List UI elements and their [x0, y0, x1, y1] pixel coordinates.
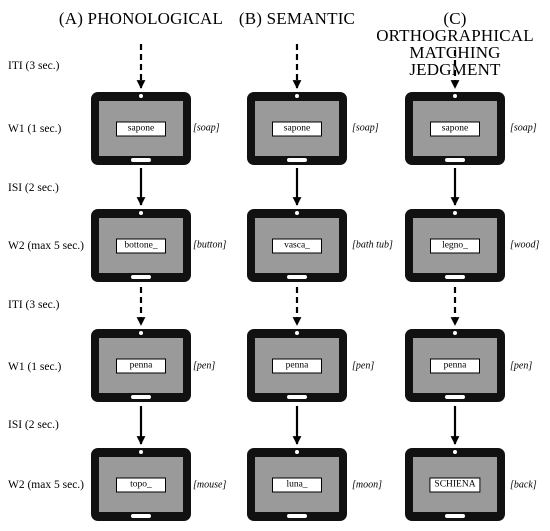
camera-dot-icon — [139, 331, 143, 335]
home-button-icon — [287, 395, 307, 399]
translation-gloss: [button] — [193, 239, 227, 251]
camera-dot-icon — [139, 94, 143, 98]
column-title-line: (B) SEMANTIC — [238, 9, 356, 28]
translation-gloss: [soap] — [352, 122, 379, 134]
row-label-iti: ITI (3 sec.) — [8, 60, 60, 72]
column-title-orthographical: (C) ORTHOGRAPHICAL MATCHING JEDGMENT — [370, 10, 540, 78]
camera-dot-icon — [295, 331, 299, 335]
column-title-semantic: (B) SEMANTIC — [212, 10, 382, 27]
camera-dot-icon — [453, 211, 457, 215]
camera-dot-icon — [295, 94, 299, 98]
home-button-icon — [131, 514, 151, 518]
translation-gloss: [mouse] — [193, 479, 227, 491]
camera-dot-icon — [139, 450, 143, 454]
stimulus-word: luna_ — [272, 477, 322, 492]
translation-gloss: [pen] — [352, 360, 375, 372]
stimulus-word: sapone — [116, 121, 166, 136]
row-label-w2: W2 (max 5 sec.) — [8, 240, 84, 252]
stimulus-word: penna — [430, 358, 480, 373]
stimulus-word: legno_ — [430, 238, 480, 253]
stimulus-word: penna — [116, 358, 166, 373]
translation-gloss: [pen] — [510, 360, 533, 372]
tablet-screen: legno_ — [405, 209, 505, 282]
translation-gloss: [soap] — [510, 122, 537, 134]
tablet-screen: sapone — [247, 92, 347, 165]
stimulus-word: vasca_ — [272, 238, 322, 253]
translation-gloss: [pen] — [193, 360, 216, 372]
stimulus-word: sapone — [430, 121, 480, 136]
stimulus-word: SCHIENA — [429, 477, 481, 492]
translation-gloss: [soap] — [193, 122, 220, 134]
home-button-icon — [287, 275, 307, 279]
tablet-screen: sapone — [91, 92, 191, 165]
home-button-icon — [445, 395, 465, 399]
tablet-screen: penna — [91, 329, 191, 402]
row-label-isi: ISI (2 sec.) — [8, 419, 59, 431]
translation-gloss: [back] — [510, 479, 537, 491]
tablet-screen: bottone_ — [91, 209, 191, 282]
stimulus-word: topo_ — [116, 477, 166, 492]
tablet-screen: luna_ — [247, 448, 347, 521]
translation-gloss: [bath tub] — [352, 239, 393, 251]
stimulus-word: sapone — [272, 121, 322, 136]
home-button-icon — [445, 514, 465, 518]
column-title-line: (A) PHONOLOGICAL — [58, 9, 224, 28]
stimulus-word: bottone_ — [116, 238, 166, 253]
home-button-icon — [131, 158, 151, 162]
home-button-icon — [445, 158, 465, 162]
row-label-w1: W1 (1 sec.) — [8, 123, 62, 135]
home-button-icon — [445, 275, 465, 279]
tablet-screen: penna — [247, 329, 347, 402]
camera-dot-icon — [453, 94, 457, 98]
home-button-icon — [131, 275, 151, 279]
stimulus-word: penna — [272, 358, 322, 373]
tablet-screen: penna — [405, 329, 505, 402]
row-label-w1: W1 (1 sec.) — [8, 361, 62, 373]
camera-dot-icon — [453, 331, 457, 335]
camera-dot-icon — [295, 450, 299, 454]
tablet-screen: SCHIENA — [405, 448, 505, 521]
home-button-icon — [131, 395, 151, 399]
camera-dot-icon — [139, 211, 143, 215]
row-label-w2: W2 (max 5 sec.) — [8, 479, 84, 491]
home-button-icon — [287, 514, 307, 518]
column-title-phonological: (A) PHONOLOGICAL — [56, 10, 226, 27]
column-title-line: (C) ORTHOGRAPHICAL — [376, 9, 534, 45]
tablet-screen: sapone — [405, 92, 505, 165]
row-label-iti: ITI (3 sec.) — [8, 299, 60, 311]
translation-gloss: [wood] — [510, 239, 540, 251]
translation-gloss: [moon] — [352, 479, 383, 491]
camera-dot-icon — [453, 450, 457, 454]
camera-dot-icon — [295, 211, 299, 215]
tablet-screen: topo_ — [91, 448, 191, 521]
home-button-icon — [287, 158, 307, 162]
row-label-isi: ISI (2 sec.) — [8, 182, 59, 194]
tablet-screen: vasca_ — [247, 209, 347, 282]
